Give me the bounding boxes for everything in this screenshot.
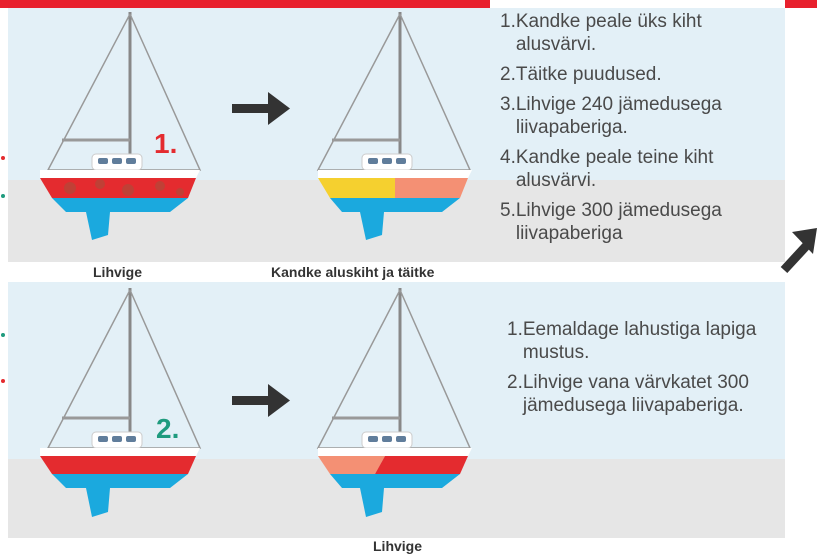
- side-mark: [1, 156, 5, 160]
- instruction-item: 5.Lihvige 300 jämedusega liivapaberiga: [500, 200, 722, 244]
- step-badge-2: 2.: [156, 413, 180, 444]
- panel2-sky: [8, 282, 785, 459]
- top-bar: [0, 0, 490, 8]
- boat-old: [40, 288, 202, 517]
- instruction-item: 1.Eemaldage lahustiga lapiga mustus.: [507, 319, 757, 363]
- right-arrow-icon: [232, 92, 290, 125]
- caption-sand: Lihvige: [93, 264, 143, 280]
- instruction-item: 1.Kandke peale üks kiht alusvärvi.: [500, 11, 702, 55]
- side-mark: [1, 194, 5, 198]
- instruction-item: 2.Täitke puudused.: [500, 64, 662, 85]
- panel2-instructions: 1.Eemaldage lahustiga lapiga mustus. 2.L…: [507, 318, 777, 424]
- boat-cleaned: [316, 288, 472, 517]
- right-arrow-icon: [232, 384, 290, 417]
- boat-sanded: [40, 12, 202, 240]
- step-badge-1: 1.: [154, 128, 178, 159]
- up-right-arrow-icon: [780, 228, 817, 274]
- panel1-instructions: 1.Kandke peale üks kiht alusvärvi. 2.Täi…: [500, 10, 780, 252]
- instruction-item: 3.Lihvige 240 jämedusega liivapaberiga.: [500, 94, 722, 138]
- side-mark: [1, 379, 5, 383]
- top-bar-right: [785, 0, 817, 8]
- instruction-item: 2.Lihvige vana värvkatet 300 jämedusega …: [507, 372, 749, 416]
- instruction-item: 4.Kandke peale teine kiht alusvärvi.: [500, 147, 714, 191]
- panel1-sky: [8, 8, 785, 180]
- caption-prime-fill: Kandke aluskiht ja täitke: [271, 264, 435, 280]
- boat-primed: [316, 12, 472, 240]
- side-mark: [1, 333, 5, 337]
- caption-sand-2: Lihvige: [373, 538, 423, 554]
